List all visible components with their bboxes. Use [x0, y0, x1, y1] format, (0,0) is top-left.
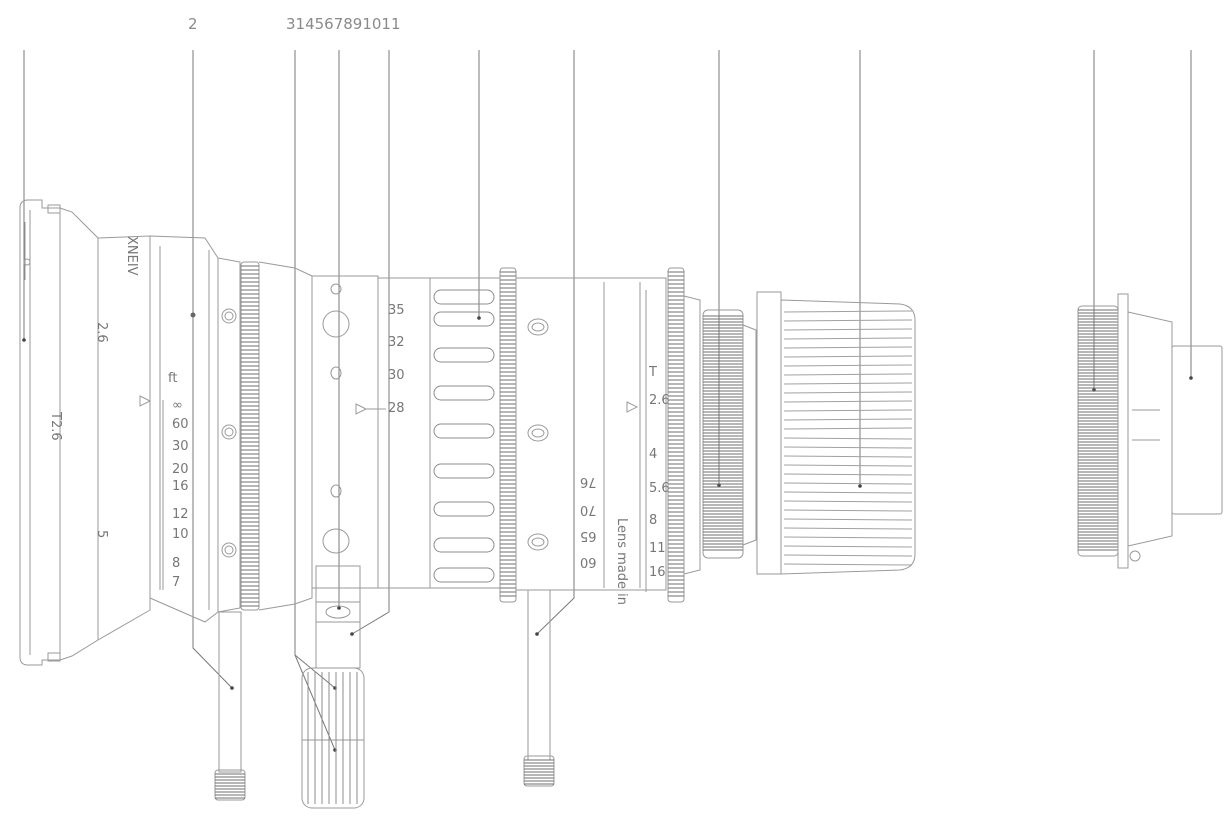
iris-mark-0: 2.6 — [649, 393, 670, 408]
aperture-label: T2.6 — [48, 411, 63, 441]
iris-scale-marks: 2.6 4 5.6 8 11 16 — [649, 393, 670, 580]
zoom-mark-3: 28 — [388, 401, 405, 416]
focus-gear-ring — [240, 261, 260, 611]
zoom-low-marks: 76 70 65 60 — [580, 474, 597, 569]
callout-number-2: 2 — [188, 15, 198, 33]
zoom-low-0: 76 — [580, 474, 597, 489]
callout-leaders — [22, 50, 1193, 752]
iris-mark-5: 16 — [649, 565, 666, 580]
made-in-text: Lens made in — [614, 518, 629, 605]
rear-body — [683, 291, 916, 575]
zoom-low-2: 65 — [580, 528, 597, 543]
iris-gear-ring — [667, 267, 685, 603]
focus-mark-0: ∞ — [172, 398, 183, 413]
zoom-mark-2: 30 — [388, 368, 405, 383]
support-rod-right — [523, 589, 555, 787]
iris-mark-1: 4 — [649, 447, 657, 462]
middle-body — [515, 277, 667, 591]
iris-mark-4: 11 — [649, 541, 666, 556]
zoom-low-1: 70 — [580, 502, 597, 517]
iris-mark-2: 5.6 — [649, 481, 670, 496]
small-mark-2: 5 — [94, 530, 109, 538]
focus-mark-5: 12 — [172, 507, 189, 522]
zoom-mark-0: 35 — [388, 303, 405, 318]
zoom-scale-marks: 35 32 30 28 — [388, 303, 405, 416]
iris-mark-3: 8 — [649, 513, 657, 528]
focus-scale-marks: ∞ 60 30 20 16 12 10 8 7 — [172, 398, 189, 590]
focus-mark-2: 30 — [172, 439, 189, 454]
zoom-gear-ring — [499, 267, 517, 603]
focus-mark-3: 20 — [172, 462, 189, 477]
iris-title: T — [648, 365, 657, 380]
grip-section — [429, 277, 501, 589]
mount-adapter — [1077, 293, 1223, 569]
lens-front-hood — [19, 199, 151, 666]
brand-text: XNEIV — [124, 236, 139, 276]
focus-scale-section — [139, 235, 241, 623]
support-rod-left — [214, 611, 246, 801]
small-mark-1: 2.6 — [94, 322, 109, 343]
focus-mark-8: 7 — [172, 575, 180, 590]
focus-mark-7: 8 — [172, 556, 180, 571]
zoom-mark-1: 32 — [388, 335, 405, 350]
focus-unit: ft — [168, 371, 177, 386]
focus-mark-6: 10 — [172, 527, 189, 542]
callout-numbers-3-to-11: 314567891011 — [286, 15, 401, 33]
focus-mark-4: 16 — [172, 479, 189, 494]
zoom-low-3: 60 — [580, 554, 597, 569]
zoom-lever — [301, 565, 365, 809]
focus-mark-1: 60 — [172, 417, 189, 432]
